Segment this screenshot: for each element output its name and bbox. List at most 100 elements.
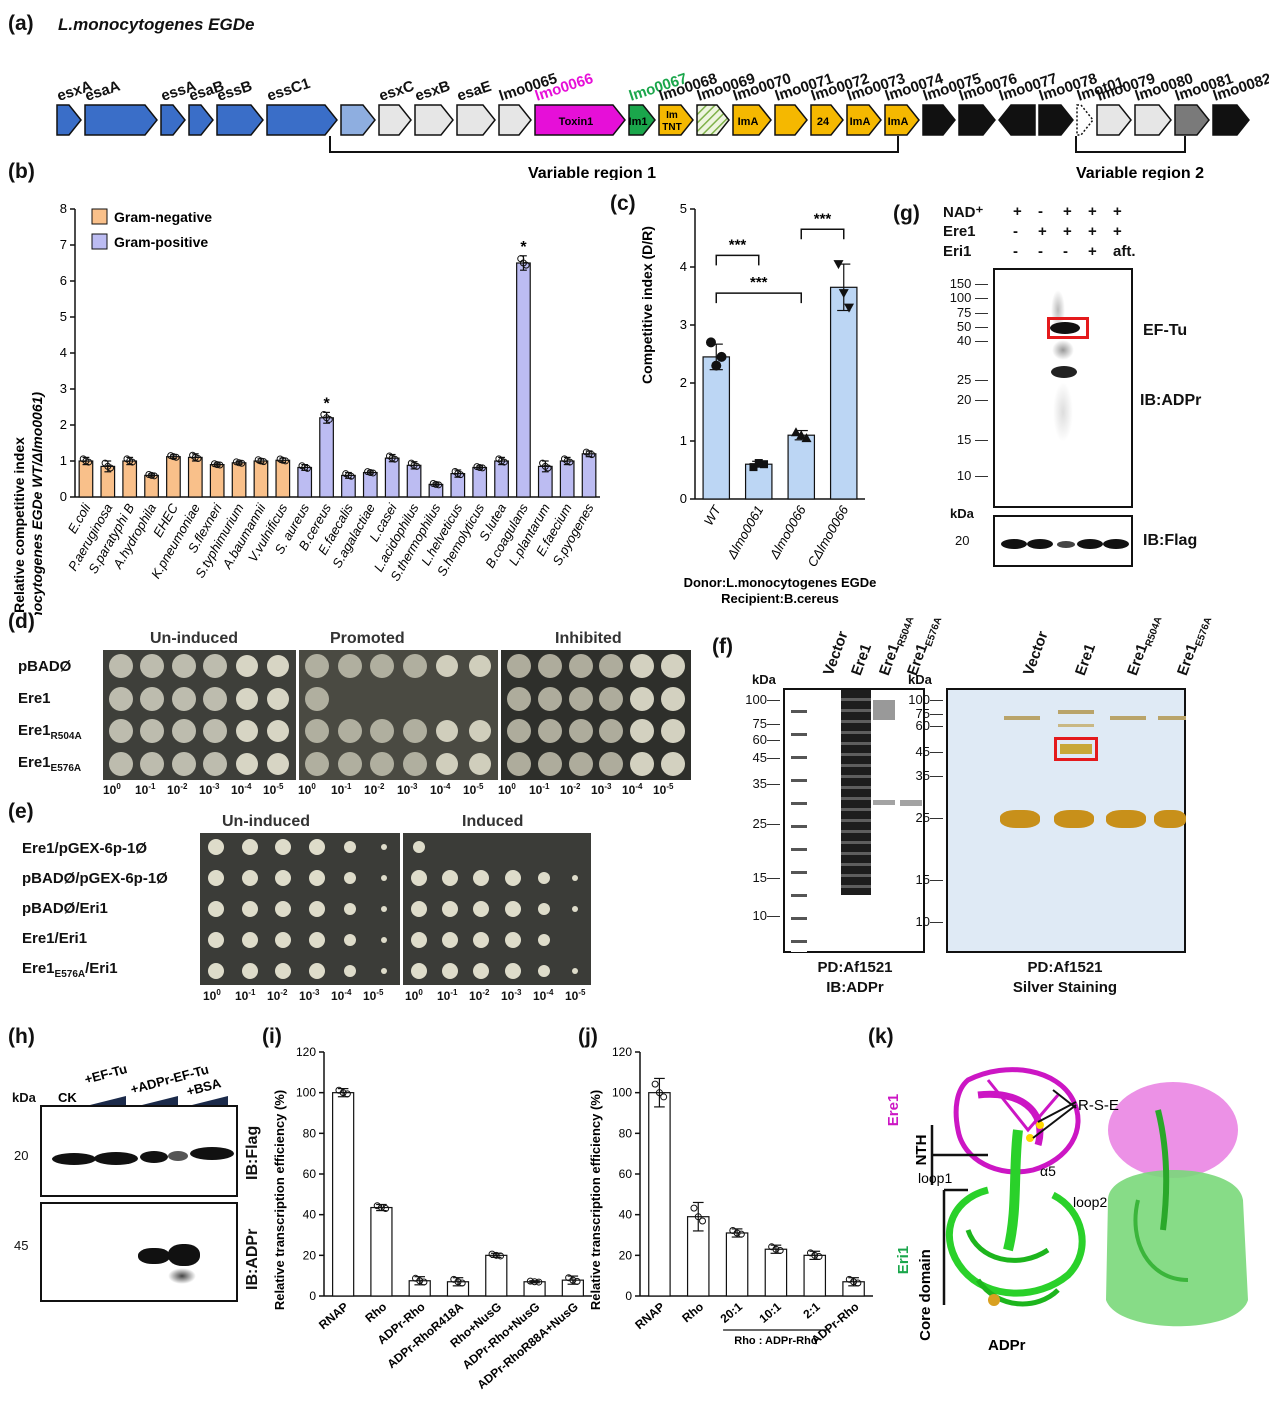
data-point	[257, 457, 265, 465]
colony-spot	[442, 932, 459, 948]
gene-arrow	[998, 104, 1036, 136]
gene-arrow	[958, 104, 996, 136]
legend-label: Gram-negative	[114, 209, 212, 225]
blot-g-flag-marker: 20	[955, 533, 970, 548]
colony-spot	[344, 903, 357, 915]
chart-c-ylabel: Competitive index (D/R)	[639, 226, 655, 384]
blot-g-cell: +	[1088, 203, 1097, 220]
colony-spot	[109, 654, 133, 678]
blot-f-marker: 45—	[915, 744, 943, 759]
data-point	[454, 1278, 462, 1286]
colony-spot	[203, 719, 228, 744]
structure-surface	[1106, 1082, 1248, 1327]
y-tick-label: 7	[60, 237, 67, 252]
colony-spot	[241, 963, 258, 979]
colony-spot	[208, 932, 224, 948]
region1-bracket	[329, 136, 899, 153]
data-point	[838, 289, 849, 299]
data-point	[496, 1252, 504, 1260]
dilution-label: 10-3	[199, 782, 220, 797]
colony-spot	[572, 968, 578, 974]
colony-spot	[171, 752, 196, 776]
blot-h-marker-45: 45	[14, 1238, 29, 1253]
region1-label: Variable region 1	[528, 165, 656, 180]
colony-spot	[413, 841, 425, 853]
blot-g-marker: 20 —	[956, 392, 988, 407]
colony-spot	[267, 720, 289, 743]
colony-spot	[140, 752, 165, 776]
plates-e-header-2: Induced	[462, 813, 524, 830]
data-point	[749, 463, 758, 472]
bar	[332, 1092, 355, 1297]
blot-g-cell: +	[1013, 203, 1022, 220]
ef-tu-band	[1050, 322, 1080, 334]
colony-spot	[140, 719, 165, 744]
bar	[559, 460, 575, 498]
bar	[275, 459, 291, 498]
data-point	[776, 1246, 784, 1254]
colony-spot	[599, 752, 624, 776]
colony-spot	[308, 932, 325, 948]
colony-spot	[275, 839, 292, 855]
data-point	[655, 1089, 663, 1097]
plate-e-induced	[403, 833, 591, 985]
gene-arrow	[456, 104, 496, 136]
colony-spot	[241, 901, 258, 917]
category-label: 2:1	[800, 1299, 823, 1321]
bar	[829, 286, 858, 500]
bar	[516, 262, 531, 498]
chart-b: Relative competitive index (L.monocytoge…	[11, 201, 600, 615]
data-point	[585, 450, 593, 458]
y-tick-label: 100	[612, 1086, 632, 1100]
bar	[581, 453, 597, 498]
dilution-label: 10-5	[565, 988, 586, 1003]
y-tick-label: 5	[680, 201, 687, 216]
significance-bracket	[715, 254, 760, 266]
gene-arrow	[774, 104, 808, 136]
colony-spot	[235, 687, 258, 710]
blot-f-lane-label: Ere1E576A	[1174, 615, 1215, 678]
gene-arrow	[1076, 104, 1094, 136]
colony-spot	[381, 937, 387, 943]
colony-spot	[308, 963, 325, 979]
colony-spot	[630, 654, 655, 678]
gene-arrow	[340, 104, 376, 136]
data-point	[833, 260, 844, 270]
y-tick-label: 0	[625, 1289, 632, 1303]
blot-f-marker: 75—	[915, 706, 943, 721]
colony-spot	[275, 963, 292, 979]
colony-spot	[599, 719, 624, 744]
gene-arrow	[216, 104, 264, 136]
blot-f-marker: 15—	[752, 870, 780, 885]
blot-g-row-label: Eri1	[943, 243, 972, 260]
region2-bracket	[1075, 136, 1186, 153]
structure-k: Ere1 Eri1 NTH Core domain loop1 loop2 α5…	[885, 1067, 1248, 1354]
data-point	[454, 470, 462, 478]
colony-spot	[504, 901, 521, 917]
blot-f-markers-left: 100—75—60—45—35—25—15—10—	[740, 688, 780, 953]
data-point	[716, 351, 727, 362]
y-tick-label: 120	[296, 1045, 316, 1059]
colony-spot	[442, 963, 459, 979]
legend-swatch	[91, 233, 108, 250]
colony-spot	[235, 720, 258, 743]
plate-e-uninduced	[200, 833, 400, 985]
gene-arrow	[884, 104, 920, 136]
data-point	[148, 471, 156, 479]
blot-f-marker: 15—	[915, 872, 943, 887]
data-point	[563, 457, 571, 465]
colony-spot	[473, 963, 490, 979]
panel-label-j: (j)	[578, 1025, 598, 1048]
y-tick-label: 100	[296, 1086, 316, 1100]
bar	[166, 456, 181, 498]
dilution-label: 10-1	[437, 988, 458, 1003]
blot-h-ib-adpr: IB:ADPr	[244, 1228, 261, 1290]
data-point	[488, 1250, 496, 1258]
plate-d-row-label: Ere1E576A	[18, 754, 82, 774]
colony-spot	[661, 686, 685, 711]
category-label: RNAP	[316, 1300, 351, 1333]
colony-spot	[241, 870, 258, 886]
bar	[485, 1254, 508, 1297]
chart-c-note-2: Recipient:B.cereus	[721, 591, 839, 606]
plate-d-row-label: Ere1	[18, 690, 51, 707]
